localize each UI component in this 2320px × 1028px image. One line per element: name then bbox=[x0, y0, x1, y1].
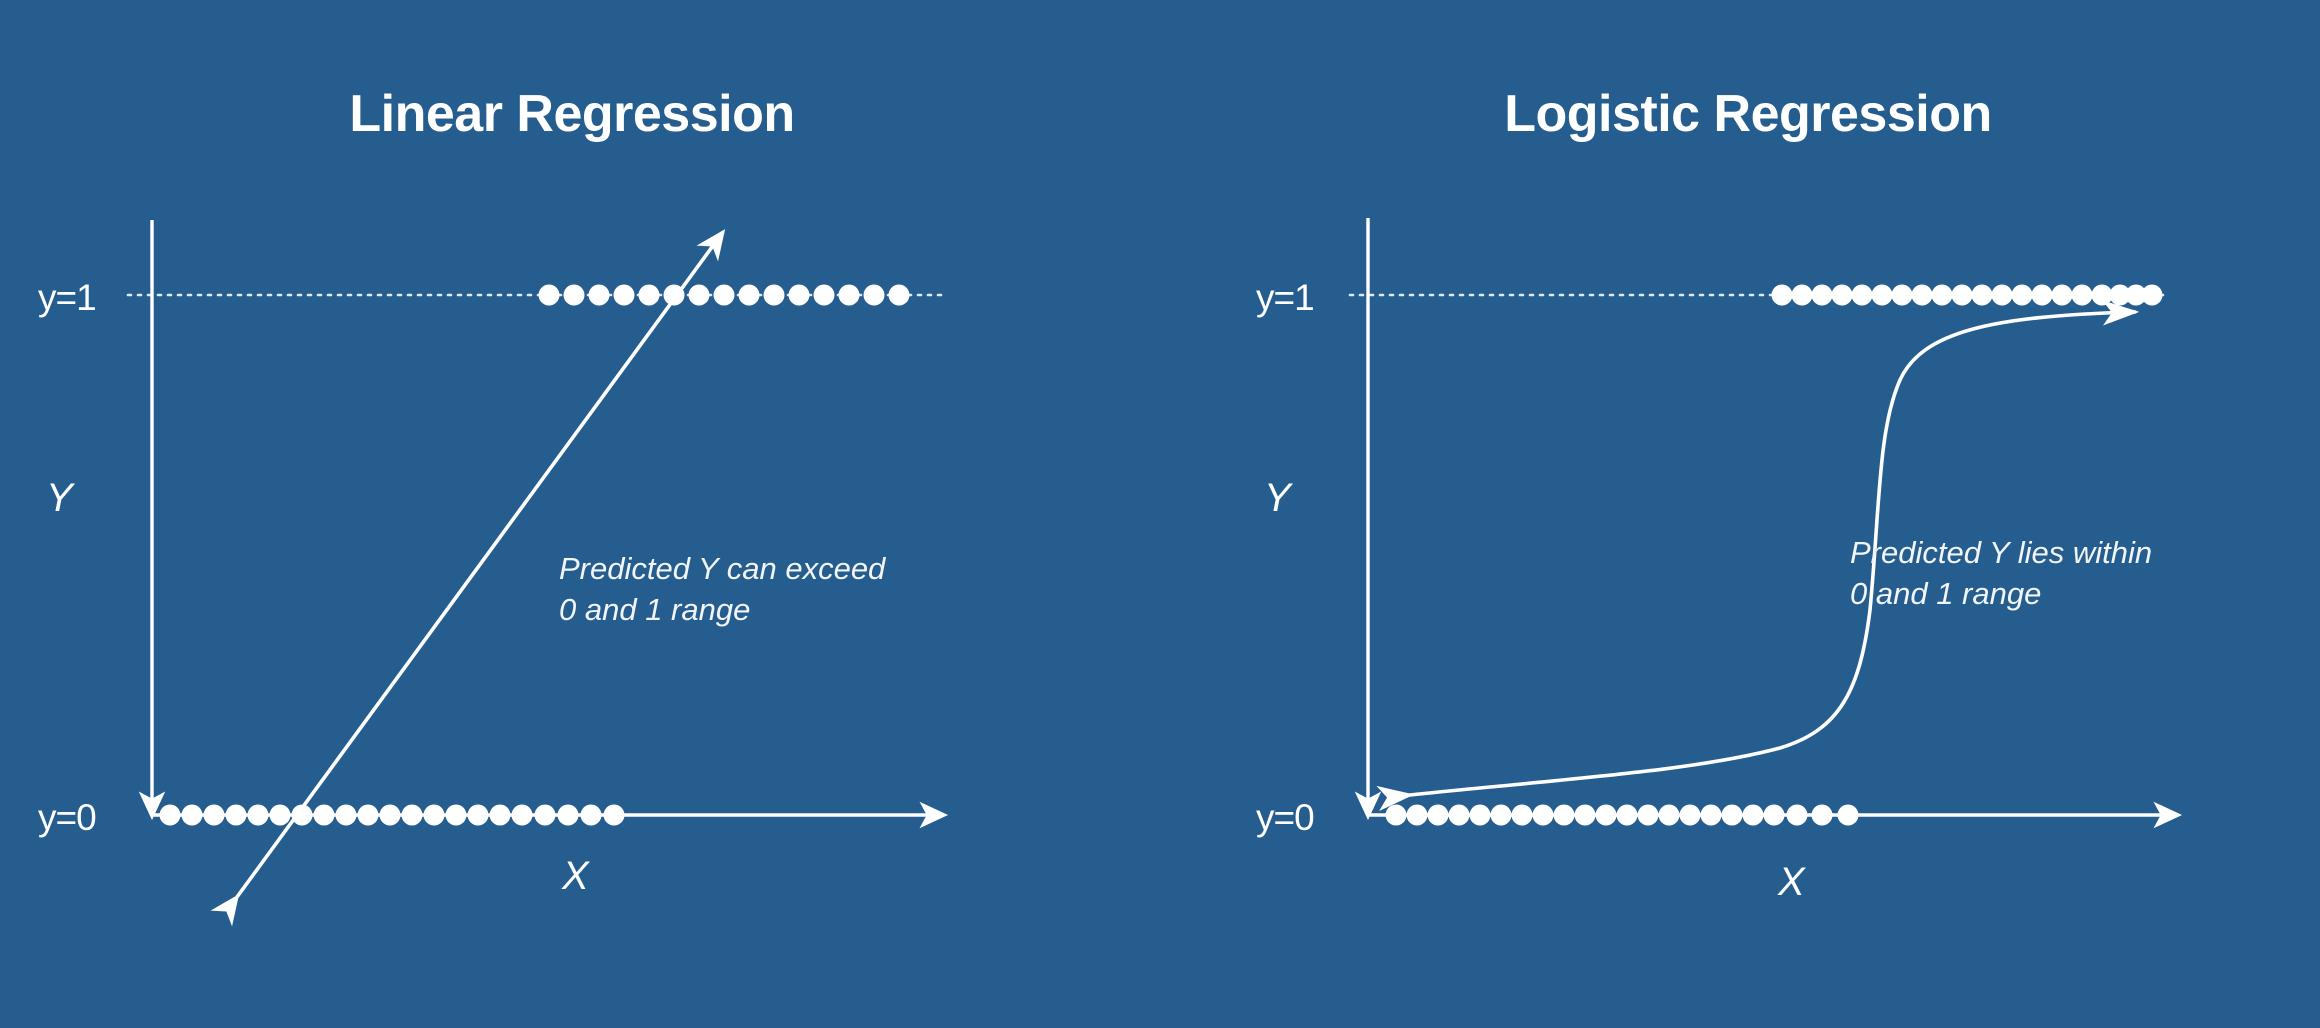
panel-logistic-regression: Logistic Regression bbox=[1160, 0, 2320, 1028]
y-tick-label-high-logistic: y=1 bbox=[1256, 277, 1315, 318]
logistic-chart-graphics bbox=[1348, 218, 2183, 829]
y-axis-label-logistic: Y bbox=[1264, 476, 1291, 520]
sigmoid-fit-curve bbox=[1376, 300, 2140, 811]
annotation-logistic: Predicted Y lies within 0 and 1 range bbox=[1850, 535, 2153, 612]
linear-fit-line bbox=[210, 229, 726, 927]
page-title-logistic: Logistic Regression bbox=[1504, 85, 1992, 143]
y-tick-label-high-linear: y=1 bbox=[38, 277, 97, 318]
y-tick-label-low-logistic: y=0 bbox=[1256, 797, 1315, 838]
data-points-class-1 bbox=[538, 284, 910, 306]
x-axis-label-linear: X bbox=[562, 854, 589, 898]
panel-linear-regression: Linear Regression bbox=[38, 85, 949, 927]
data-points-class-0 bbox=[1385, 804, 1859, 826]
page-title-linear: Linear Regression bbox=[349, 85, 795, 143]
data-points-class-0 bbox=[159, 804, 625, 826]
data-points-class-1 bbox=[1771, 284, 2163, 306]
y-axis-label-linear: Y bbox=[46, 476, 73, 520]
annotation-linear: Predicted Y can exceed 0 and 1 range bbox=[559, 551, 886, 628]
y-tick-label-low-linear: y=0 bbox=[38, 797, 97, 838]
x-axis-label-logistic: X bbox=[1778, 860, 1805, 904]
linear-chart-graphics bbox=[126, 220, 949, 927]
